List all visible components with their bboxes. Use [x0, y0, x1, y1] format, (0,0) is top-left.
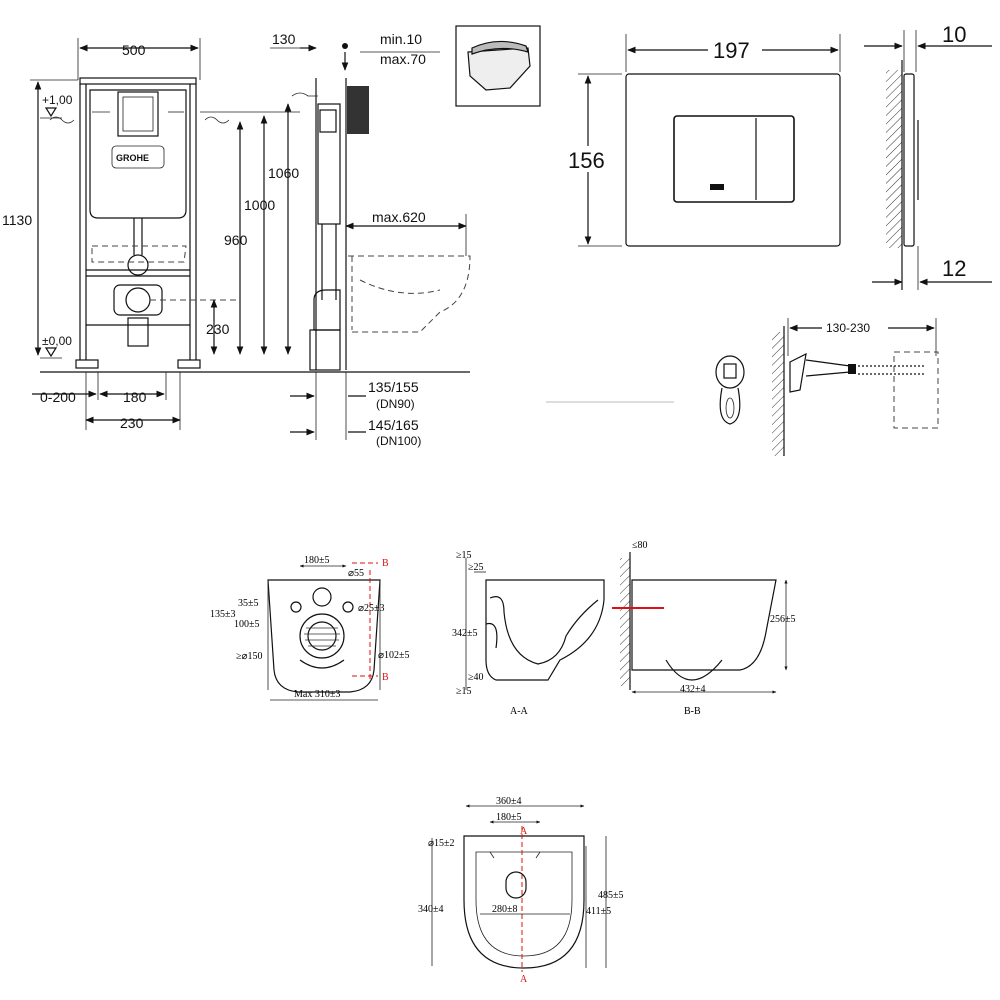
dim-height-230: 230 — [206, 321, 230, 337]
dim-feet-180: 180 — [123, 389, 147, 405]
flush-plate-side-view: 10 12 — [864, 22, 992, 290]
dim-15-top: ≥15 — [456, 550, 472, 561]
bowl-section-bb: ≤80 256±5 432±4 B-B — [612, 540, 796, 717]
bowl-top-view: 360±4 180±5 A ⌀15±2 340±4 280±8 411±5 48… — [418, 796, 624, 985]
dim-40: ≥40 — [468, 672, 484, 683]
frame-side-view: 130 min.10 max.70 max.620 135/155 — [270, 31, 471, 448]
dim-hole-102: ⌀102±5 — [378, 650, 410, 661]
dim-hole-150: ≥⌀150 — [236, 651, 263, 662]
dim-plate-thickness-12: 12 — [942, 256, 966, 281]
dim-offset: 0-200 — [40, 389, 76, 405]
dim-342: 342±5 — [452, 628, 478, 639]
dim-height-1060: 1060 — [268, 165, 299, 181]
section-b-bottom: B — [382, 672, 389, 683]
dim-depth: 130 — [272, 31, 296, 47]
dim-plate-thickness-10: 10 — [942, 22, 966, 47]
dim-height-960: 960 — [224, 232, 248, 248]
dim-pipe-dn100: 145/165 — [368, 417, 419, 433]
dim-80: ≤80 — [632, 540, 648, 551]
dim-pipe-dn90: 135/155 — [368, 379, 419, 395]
flush-plate-front-view: 197 156 — [566, 34, 841, 247]
dim-holes-180: 180±5 — [304, 555, 330, 566]
section-a-top: A — [520, 826, 528, 837]
dim-hole-25: ⌀25±3 — [358, 603, 385, 614]
dim-360: 360±4 — [496, 796, 522, 807]
dim-180-top: 180±5 — [496, 812, 522, 823]
dim-depth-min: min.10 — [380, 31, 422, 47]
level-top: +1,00 — [42, 93, 73, 107]
bowl-rear-view: 180±5 B ⌀55 35±5 135±3 100±5 ⌀25±3 ≥⌀150… — [210, 555, 410, 701]
dim-25: ≥25 — [468, 562, 484, 573]
dim-280: 280±8 — [492, 904, 518, 915]
dim-plate-height: 156 — [568, 148, 605, 173]
dim-height-total: 1130 — [2, 212, 32, 228]
dim-hole-15: ⌀15±2 — [428, 838, 455, 849]
dim-hole-55: ⌀55 — [348, 568, 364, 579]
dim-485: 485±5 — [598, 890, 624, 901]
dim-mount-range: 130-230 — [826, 321, 870, 335]
toilet-thumbnail — [455, 25, 541, 107]
dim-depth-max: max.70 — [380, 51, 426, 67]
section-a-bottom: A — [520, 974, 528, 985]
label-section-aa: A-A — [510, 706, 529, 717]
section-b-top: B — [382, 558, 389, 569]
dim-256: 256±5 — [770, 614, 796, 625]
label-section-bb: B-B — [684, 706, 701, 717]
dim-max-310: Max 310±3 — [294, 689, 340, 700]
bowl-section-aa: ≥15 ≥25 342±5 ≥40 ≥15 A-A — [452, 550, 605, 717]
dim-100: 100±5 — [234, 619, 260, 630]
dim-340: 340±4 — [418, 904, 444, 915]
dim-432: 432±4 — [680, 684, 706, 695]
brand-logo: GROHE — [116, 153, 149, 163]
level-bottom: ±0,00 — [42, 334, 72, 348]
dim-bowl-max: max.620 — [372, 209, 426, 225]
dim-plate-width: 197 — [713, 38, 750, 63]
dim-35: 35±5 — [238, 598, 259, 609]
dim-135: 135±3 — [210, 609, 236, 620]
dim-15-bottom: ≥15 — [456, 686, 472, 697]
dim-height-1000: 1000 — [244, 197, 275, 213]
dim-411: 411±5 — [586, 906, 611, 917]
dim-feet-230: 230 — [120, 415, 144, 431]
mounting-detail: 130-230 — [715, 318, 939, 456]
dim-frame-width: 500 — [122, 42, 146, 58]
dim-pipe-dn100-label: (DN100) — [376, 434, 421, 448]
frame-front-view: 500 GROHE — [2, 38, 300, 431]
dim-pipe-dn90-label: (DN90) — [376, 397, 415, 411]
